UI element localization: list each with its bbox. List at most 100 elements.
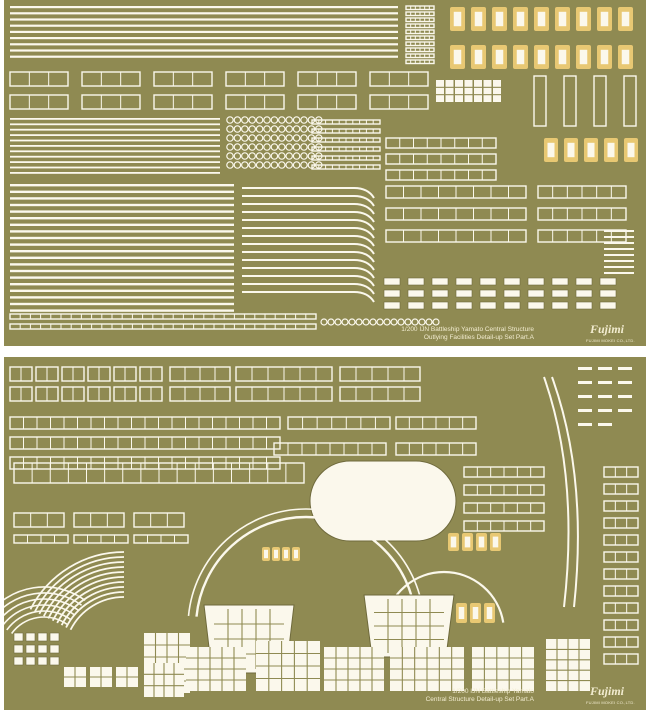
etched-panel [455,289,473,298]
etched-panel [599,277,617,286]
ring-part [369,318,377,326]
ring-part [404,318,412,326]
ring-part [233,152,242,160]
etched-panel [527,277,545,286]
railing-frame [533,75,547,127]
ring-part [285,116,294,124]
railing-frame [133,512,185,528]
railing-frame [297,94,357,110]
rail-strip [10,236,234,240]
railing-frame [225,94,285,110]
ring-part [270,134,279,142]
fret-a-caption-line2: Outlying Facilities Detail-up Set Part.A [423,334,534,341]
etched-panel [49,644,60,654]
rail-strip [10,37,398,40]
ring-part [383,318,391,326]
ring-part [277,134,286,142]
curved-rail [242,195,375,207]
railing-frame [369,94,429,110]
gold-part-window [579,49,588,65]
ring-part [362,318,370,326]
ring-part [432,318,440,326]
etched-panel [25,656,36,666]
curved-rail [6,610,72,631]
rail-strip [618,395,632,398]
fret-a-maker: FUJIMI MOKEI CO.,LTD. [586,338,635,343]
etched-panel [13,632,24,642]
etched-panel [455,277,473,286]
gold-part-window [567,142,575,158]
gold-part-window [486,607,493,619]
gold-part-window [600,49,609,65]
ring-part [226,116,234,124]
ring-part [248,125,257,133]
ring-part [263,143,271,151]
rail-strip [10,263,234,266]
rail-strip [10,18,398,21]
rail-strip [604,260,634,262]
ring-part [285,152,294,160]
gold-part-window [274,549,278,559]
curved-rail [10,616,68,634]
gold-part-window [472,607,479,619]
curved-rail [38,561,125,615]
ring-part [248,143,257,151]
curved-rail [4,598,79,617]
curved-rail [551,376,579,608]
curved-rail [242,219,375,231]
rail-strip [598,395,612,398]
rail-strip [10,145,220,147]
ring-part [263,125,271,133]
rail-strip [604,254,634,256]
curved-rail [242,291,375,303]
gold-part-window [587,142,595,158]
gold-part-window [516,11,525,27]
rail-strip [10,230,234,233]
railing-frame [73,512,125,528]
ring-part [255,134,264,142]
gold-part-window [458,607,465,619]
curved-rail [242,275,375,287]
ring-part [285,143,294,151]
grille-panel [483,80,492,102]
ring-part [248,161,257,169]
etched-panel [575,289,593,298]
ring-part [241,125,249,133]
ring-part [300,143,308,151]
ring-part [292,134,301,142]
gold-part-window [474,11,483,27]
ring-part [300,125,308,133]
etched-panel [37,644,48,654]
etched-panel [599,301,617,310]
fret-a-brand-logo: Fujimi [590,322,625,336]
railing-frame [603,619,639,631]
gold-part-window [579,11,588,27]
rail-strip [578,367,592,370]
rail-strip [10,128,220,131]
railing-frame [563,75,577,127]
gold-part-window [495,49,504,65]
ring-part [270,116,279,124]
gold-part-window [264,549,268,559]
railing-frame [603,466,639,478]
railing-frame [153,94,213,110]
railing-frame [603,568,639,580]
railing-frame [339,386,421,402]
rail-strip [604,236,634,238]
rail-strip [604,248,634,250]
railing-frame [603,585,639,597]
gold-part-window [558,11,567,27]
fret-b-parts [4,366,639,697]
rail-strip [618,381,632,384]
gold-part-window [453,49,462,65]
curved-rail [242,211,375,223]
rail-strip [618,409,632,412]
rail-strip [10,190,234,193]
photo-etch-fret-a: 1/200 IJN Battleship Yamato Central Stru… [4,0,646,346]
ring-part [270,125,279,133]
rail-strip [10,184,234,187]
gold-part-window [558,49,567,65]
ring-part [233,116,242,124]
etched-panel [49,656,60,666]
rail-strip [578,381,592,384]
